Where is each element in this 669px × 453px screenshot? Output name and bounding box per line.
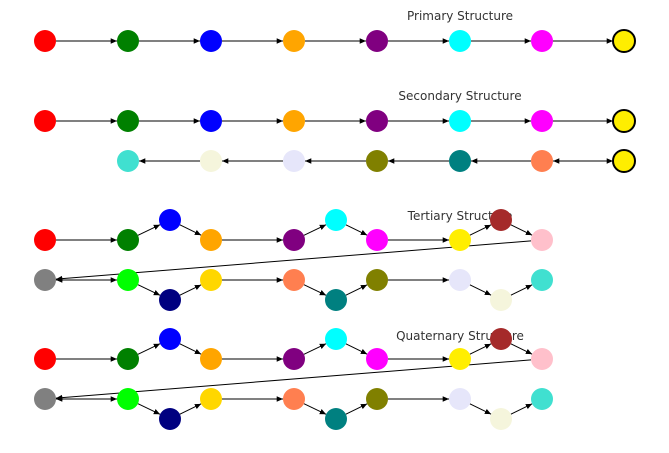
node-gray-qk xyxy=(34,388,56,410)
node-pink-qj xyxy=(531,348,553,370)
node-turquoise-s2a xyxy=(117,150,139,172)
node-beige-s2b xyxy=(200,150,222,172)
edge-tb-tc xyxy=(137,224,161,236)
node-olive-qr xyxy=(366,388,388,410)
node-navy-qm xyxy=(159,408,181,430)
node-yellow-s7 xyxy=(612,109,636,133)
node-beige-tt xyxy=(490,289,512,311)
node-teal-qq xyxy=(325,408,347,430)
node-teal-s2e xyxy=(449,150,471,172)
node-green-s1 xyxy=(117,110,139,132)
node-blue-tc xyxy=(159,209,181,231)
edge-ts-tt xyxy=(469,284,492,296)
nodes-layer xyxy=(34,29,636,430)
edge-tc-td xyxy=(179,224,202,236)
edge-te-tf xyxy=(303,224,327,236)
node-purple-s4 xyxy=(366,110,388,132)
node-coral-s2f xyxy=(531,150,553,172)
node-gold-qn xyxy=(200,388,222,410)
node-red-p0 xyxy=(34,30,56,52)
node-turquoise-qu xyxy=(531,388,553,410)
node-red-qa xyxy=(34,348,56,370)
node-brown-qi xyxy=(490,328,512,350)
node-coral-qo xyxy=(283,388,305,410)
node-purple-qe xyxy=(283,348,305,370)
edge-qc-qd xyxy=(179,343,202,355)
node-lavender-ts xyxy=(449,269,471,291)
node-green-qb xyxy=(117,348,139,370)
edge-tl-tm xyxy=(137,284,161,296)
edge-qs-qt xyxy=(469,403,492,415)
node-yellow-qh xyxy=(449,348,471,370)
edge-qo-qq xyxy=(303,403,327,415)
node-gold-tn xyxy=(200,269,222,291)
node-red-ta xyxy=(34,229,56,251)
node-yellow-th xyxy=(449,229,471,251)
node-green-tb xyxy=(117,229,139,251)
edge-tq-tr xyxy=(345,284,368,296)
node-green-p1 xyxy=(117,30,139,52)
node-blue-s2 xyxy=(200,110,222,132)
edge-ti-tj xyxy=(510,224,533,236)
node-turquoise-tu xyxy=(531,269,553,291)
node-blue-p2 xyxy=(200,30,222,52)
node-cyan-p5 xyxy=(449,30,471,52)
node-navy-tm xyxy=(159,289,181,311)
edge-tt-tu xyxy=(510,284,533,296)
node-lime-tl xyxy=(117,269,139,291)
node-magenta-qg xyxy=(366,348,388,370)
edge-qt-qu xyxy=(510,403,533,415)
node-lavender-qs xyxy=(449,388,471,410)
node-gray-tk xyxy=(34,269,56,291)
edge-tm-tn xyxy=(179,284,202,296)
node-cyan-tf xyxy=(325,209,347,231)
node-orange-s3 xyxy=(283,110,305,132)
node-magenta-p6 xyxy=(531,30,553,52)
node-blue-qc xyxy=(159,328,181,350)
edge-to-tq xyxy=(303,284,327,296)
node-purple-te xyxy=(283,229,305,251)
node-lavender-s2c xyxy=(283,150,305,172)
node-cyan-s5 xyxy=(449,110,471,132)
edge-qi-qj xyxy=(510,343,533,355)
node-beige-qt xyxy=(490,408,512,430)
node-purple-p4 xyxy=(366,30,388,52)
node-yellow-s2g xyxy=(612,149,636,173)
primary-structure-title: Primary Structure xyxy=(407,9,513,23)
edge-tf-tg xyxy=(345,224,368,236)
node-cyan-qf xyxy=(325,328,347,350)
node-orange-qd xyxy=(200,348,222,370)
edge-qb-qc xyxy=(137,343,161,355)
node-red-s0 xyxy=(34,110,56,132)
node-yellow-p7 xyxy=(612,29,636,53)
node-brown-ti xyxy=(490,209,512,231)
node-orange-td xyxy=(200,229,222,251)
node-pink-tj xyxy=(531,229,553,251)
secondary-structure-title: Secondary Structure xyxy=(398,89,521,103)
edge-qq-qr xyxy=(345,403,368,415)
node-olive-s2d xyxy=(366,150,388,172)
node-orange-p3 xyxy=(283,30,305,52)
node-magenta-tg xyxy=(366,229,388,251)
edge-th-ti xyxy=(469,224,492,236)
edge-qm-qn xyxy=(179,403,202,415)
node-magenta-s6 xyxy=(531,110,553,132)
node-teal-tq xyxy=(325,289,347,311)
node-lime-ql xyxy=(117,388,139,410)
tertiary-structure-title: Tertiary Structure xyxy=(407,209,513,223)
edge-qf-qg xyxy=(345,343,368,355)
edge-ql-qm xyxy=(137,403,161,415)
edges-layer xyxy=(55,38,613,415)
edge-qh-qi xyxy=(469,343,492,355)
node-coral-to xyxy=(283,269,305,291)
node-olive-tr xyxy=(366,269,388,291)
edge-qe-qf xyxy=(303,343,327,355)
